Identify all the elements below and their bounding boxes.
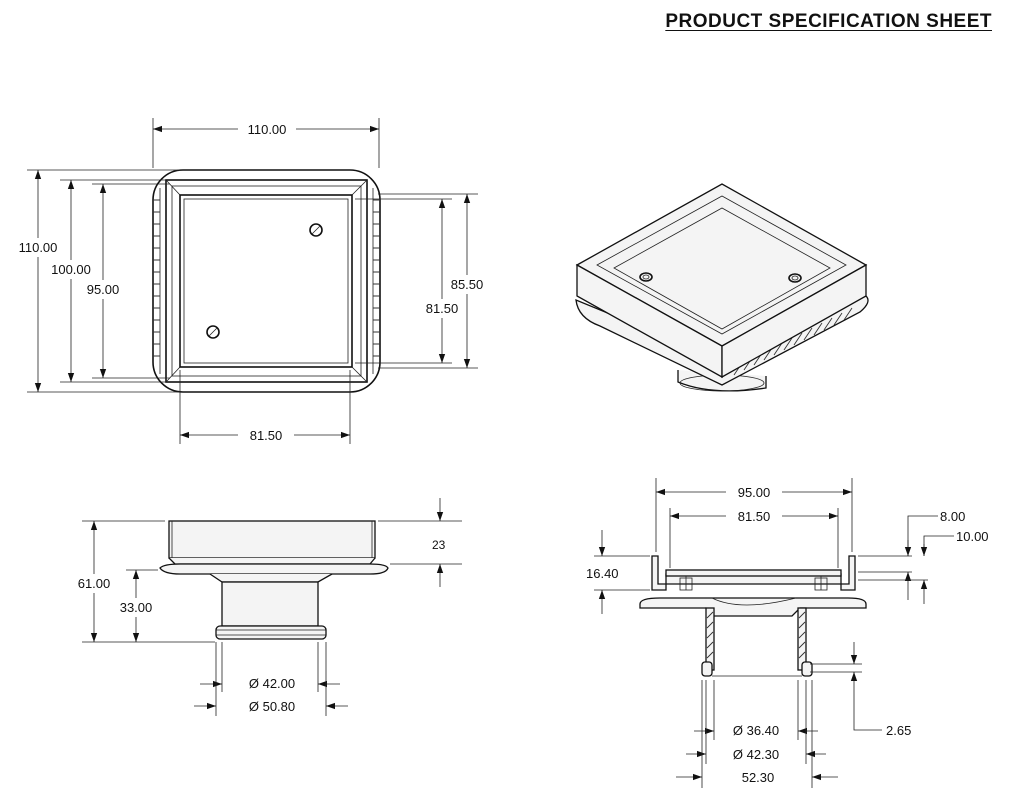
isometric-view (575, 183, 869, 392)
diameter-symbol: Ø (249, 699, 259, 714)
dim-frame-height: 23 (432, 538, 446, 552)
dim-section-body-depth: 16.40 (586, 566, 619, 581)
dim-section-pipe-mid-diameter: Ø 42.30 (733, 747, 779, 762)
dim-section-frame-width: 95.00 (738, 485, 771, 500)
dim-section-pipe-inner-diameter: Ø 36.40 (733, 723, 779, 738)
dim-height-overall: 110.00 (19, 240, 58, 255)
dim-section-flange-width: 52.30 (742, 770, 775, 785)
screw-icon (639, 272, 653, 282)
diameter-symbol: Ø (733, 747, 743, 762)
top-view-ribs-left (153, 185, 167, 377)
dim-section-ring-height: 2.65 (886, 723, 911, 738)
dim-right-outer: 85.50 (451, 277, 484, 292)
dim-section-frame-depth: 10.00 (956, 529, 989, 544)
screw-icon (788, 273, 802, 283)
dim-total-height: 61.00 (78, 576, 111, 591)
diameter-symbol: Ø (733, 723, 743, 738)
dim-height-inner: 95.00 (87, 282, 120, 297)
section-view: 95.00 81.50 16.40 8.00 10.00 2.65 (586, 478, 989, 788)
screw-icon (309, 223, 323, 237)
top-view: 110.00 81.50 110.00 100.00 95.00 85.50 (19, 118, 484, 444)
dim-height-frame: 100.00 (51, 262, 91, 277)
dim-section-inner-width: 81.50 (738, 509, 771, 524)
dim-lower-height: 33.00 (120, 600, 153, 615)
diameter-symbol: Ø (249, 676, 259, 691)
dim-pipe-inner-diameter: Ø 42.00 (249, 676, 295, 691)
dim-right-inner: 81.50 (426, 301, 459, 316)
dim-section-grate-depth: 8.00 (940, 509, 965, 524)
top-view-ribs-right (366, 185, 380, 377)
side-view: 61.00 33.00 23 Ø 42.00 Ø 50.80 (78, 498, 462, 716)
dim-width-overall: 110.00 (248, 122, 287, 137)
screw-icon (206, 325, 220, 339)
iso-hatch (733, 307, 853, 376)
dim-width-inner: 81.50 (250, 428, 283, 443)
sheet-title: PRODUCT SPECIFICATION SHEET (665, 11, 992, 32)
dim-pipe-outer-diameter: Ø 50.80 (249, 699, 295, 714)
